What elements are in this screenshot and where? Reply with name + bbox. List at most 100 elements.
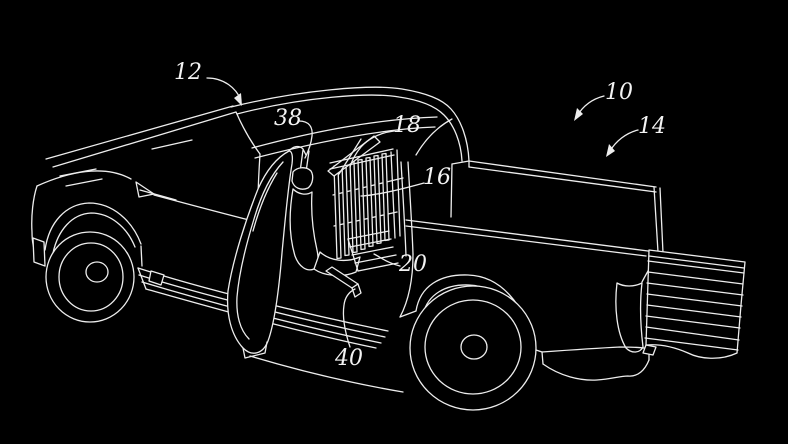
- front-wheel-group: [44, 202, 143, 323]
- tailgate-rib: [644, 337, 739, 351]
- leader-line-18: [349, 130, 395, 168]
- front-hub: [85, 261, 109, 283]
- tailgate-rib: [646, 304, 742, 318]
- partition-slat: [365, 156, 374, 248]
- mirror: [135, 181, 155, 198]
- hood-dash: [151, 139, 193, 150]
- floor-step-edge: [347, 238, 359, 272]
- tailgate-hinge: [642, 344, 657, 356]
- rear-wheel-group: [409, 285, 537, 411]
- bed-front-edge: [450, 163, 453, 218]
- bed-rear-post-2: [659, 187, 664, 254]
- bed-rear-post: [653, 186, 659, 253]
- partition-slat: [373, 154, 382, 245]
- tailgate-rib: [648, 255, 745, 269]
- leader-line-14: [609, 129, 639, 152]
- front-bumper-cap: [32, 237, 46, 267]
- tailgate-rib: [646, 282, 744, 296]
- leader-line-16: [360, 182, 425, 197]
- lock-pillar: [400, 161, 407, 257]
- under-arch: [535, 349, 543, 353]
- bumper-left-end: [541, 351, 544, 365]
- partition-slat: [357, 158, 366, 251]
- rear-hub: [460, 334, 488, 360]
- floor-step: [357, 262, 399, 272]
- windshield-dash: [59, 168, 97, 177]
- bed-front-top: [451, 160, 470, 165]
- partition-header-1: [329, 148, 394, 164]
- running-board-notch: [148, 270, 165, 286]
- partition-slat: [333, 164, 342, 260]
- a-pillar-base: [235, 111, 261, 155]
- diagonal-brace-2: [338, 138, 362, 175]
- open-door-group: [226, 145, 307, 359]
- floor-step: [349, 238, 392, 248]
- cab-roof-group: [230, 86, 470, 239]
- arrowhead-14: [606, 144, 615, 157]
- tailgate-rib: [647, 271, 744, 285]
- door-header-1: [251, 116, 438, 149]
- windshield-dash-2: [65, 178, 103, 187]
- ref-label-14: 14: [638, 114, 666, 139]
- ref-label-40: 40: [335, 346, 363, 371]
- quarter-panel-edge: [399, 253, 414, 318]
- front-arch-outer: [44, 202, 142, 251]
- leader-lines-group: [206, 77, 639, 348]
- door-contour-1: [236, 161, 284, 340]
- bed-corner-strip: [615, 282, 644, 353]
- bed-bottom-front: [399, 310, 417, 318]
- behind-front-wheel: [140, 245, 143, 267]
- tailgate-rib: [645, 326, 740, 341]
- lock-pillar-2: [407, 161, 414, 255]
- seat-back: [289, 188, 319, 271]
- cab-rear-wall-edge: [390, 151, 396, 239]
- leader-line-38: [298, 120, 313, 159]
- rear-tire: [409, 285, 537, 411]
- door-header-2: [254, 126, 436, 159]
- beltline-2: [139, 189, 177, 201]
- bed-rail-1: [468, 160, 657, 188]
- bumper-top: [541, 346, 650, 353]
- partition-slat: [381, 152, 390, 242]
- rear-rim: [424, 299, 522, 395]
- partition-header-2: [329, 154, 395, 170]
- hood-shoulder: [36, 170, 132, 187]
- ref-label-12: 12: [174, 60, 202, 85]
- arrowhead-10: [574, 108, 583, 121]
- front-arch-inner: [52, 212, 136, 254]
- body-crease-1: [405, 219, 649, 252]
- running-board-cap: [137, 267, 147, 290]
- door-panel: [226, 150, 294, 354]
- door-bottom-cap: [242, 341, 268, 359]
- tailgate-rib: [647, 260, 745, 274]
- bed-rail-2: [468, 166, 657, 193]
- a-pillar-inner: [52, 111, 237, 168]
- door-top-hook: [288, 145, 307, 156]
- cab-rear-wall-edge-2: [396, 149, 401, 237]
- lower-bracket-cap: [351, 283, 362, 298]
- tailgate-panel: [645, 249, 746, 359]
- ref-label-10: 10: [605, 80, 633, 105]
- ref-label-20: 20: [399, 252, 427, 277]
- seat-cushion: [313, 251, 361, 277]
- arrowhead-12: [234, 93, 242, 106]
- front-tire: [45, 231, 135, 323]
- front-rim: [58, 242, 124, 312]
- tailgate-group: [642, 249, 746, 359]
- roof-outer: [230, 86, 470, 162]
- leader-line-40: [342, 288, 356, 348]
- bed-group: [399, 160, 664, 381]
- tailgate-rib: [645, 315, 741, 329]
- beltline: [153, 194, 258, 223]
- body-crease-2: [405, 225, 647, 257]
- ref-label-16: 16: [423, 165, 451, 190]
- ref-label-38: 38: [274, 106, 302, 131]
- tailgate-rib: [646, 293, 743, 307]
- sail-panel-inner: [415, 118, 453, 156]
- leader-line-20: [373, 253, 401, 267]
- floor-step: [351, 246, 394, 256]
- lower-sill: [249, 355, 404, 393]
- floor-step: [354, 254, 397, 264]
- ref-label-18: 18: [393, 113, 421, 138]
